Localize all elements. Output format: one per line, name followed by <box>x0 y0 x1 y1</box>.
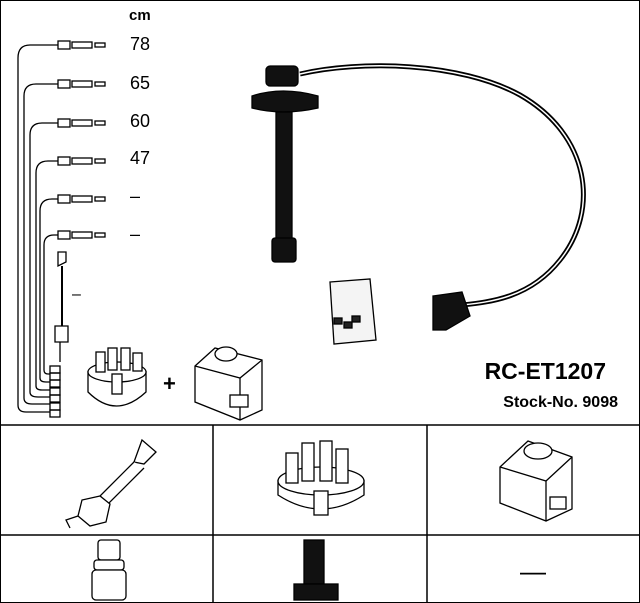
ht-lead-boot <box>251 65 319 263</box>
model-number: RC-ET1207 <box>484 358 606 384</box>
hardware-bag <box>329 278 377 345</box>
wire-lead-65 <box>23 79 106 405</box>
wire-lead-5 <box>39 194 106 383</box>
small-ignition-coil <box>194 346 263 421</box>
short-lead-length: – <box>72 286 81 303</box>
lead-length-2: 65 <box>130 73 151 93</box>
wire-lead-6 <box>43 230 106 375</box>
small-distributor-cap <box>87 347 147 407</box>
short-coil-lead <box>54 251 69 362</box>
lead-length-4: 47 <box>130 148 151 168</box>
stock-number: Stock-No. 9098 <box>503 394 618 411</box>
plus-sign: + <box>163 371 176 396</box>
unit-label: cm <box>129 7 151 24</box>
distributor-cap-illustration <box>277 440 365 516</box>
lead-length-5: – <box>130 186 141 206</box>
ignition-coil-illustration <box>499 440 573 522</box>
ht-lead-angle-connector <box>432 291 471 331</box>
lead-length-1: 78 <box>130 34 151 54</box>
spark-plug-illustration <box>65 438 157 529</box>
no-part-mark: — <box>520 556 546 586</box>
wire-lead-60 <box>29 118 106 398</box>
lead-length-3: 60 <box>130 111 151 131</box>
plug-connector-illustration <box>91 539 127 601</box>
lead-length-6: – <box>130 224 141 244</box>
wire-lead-47 <box>35 156 106 391</box>
ht-lead-cable <box>299 63 586 308</box>
wire-lead-end-caps <box>49 365 61 418</box>
wire-lead-78 <box>17 40 106 413</box>
cap-connector-illustration <box>293 539 339 601</box>
